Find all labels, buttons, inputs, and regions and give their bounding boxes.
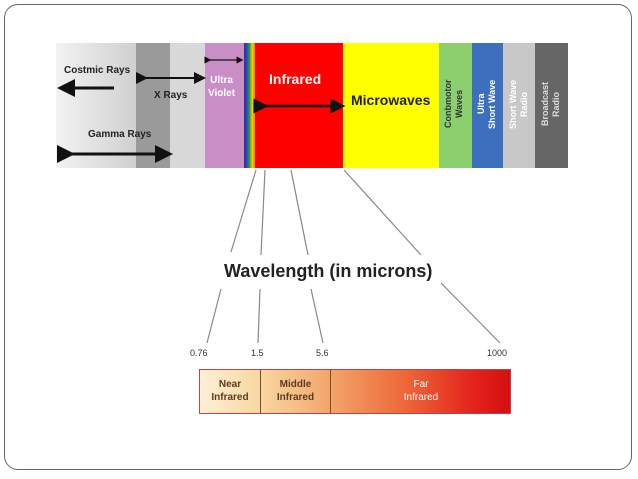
wavelength-heading: Wavelength (in microns) xyxy=(224,261,433,281)
tick-label-1000: 1000 xyxy=(487,348,508,358)
band-conbmotor-waves xyxy=(439,43,472,168)
band-short-wave-radio xyxy=(503,43,535,168)
tick-label-5.6: 5.6 xyxy=(316,348,329,358)
ultra-violet-label: Ultra Violet xyxy=(208,75,236,99)
conbmotor-waves-label: Conbmotor Waves xyxy=(443,79,464,129)
short-wave-radio-label: Short Wave Radio xyxy=(508,79,529,129)
band-ultra-short-wave xyxy=(472,43,503,168)
tick-label-0.76: 0.76 xyxy=(190,348,208,358)
infrared-label: Infrared xyxy=(269,71,322,87)
tick-label-1.5: 1.5 xyxy=(251,348,264,358)
electromagnetic-spectrum-bar: Costmic Rays X Rays Gamma Rays Ultra Vio… xyxy=(56,43,568,168)
far-infrared-label: Far Infrared xyxy=(403,379,439,403)
band-broadcast-radio xyxy=(535,43,568,168)
infrared-breakdown-bar: Near Infrared Middle Infrared Far Infrar… xyxy=(199,369,511,414)
slide-frame xyxy=(4,4,632,470)
cosmic-rays-label: Costmic Rays xyxy=(64,65,131,76)
gamma-rays-label: Gamma Rays xyxy=(88,129,152,140)
middle-infrared-label: Middle Infrared xyxy=(276,379,315,403)
x-rays-label: X Rays xyxy=(154,90,188,101)
band-ultra-violet xyxy=(205,43,244,168)
broadcast-radio-label: Broadcast Radio xyxy=(540,82,561,127)
middle-far-divider xyxy=(330,370,331,413)
ultra-short-wave-label: Ultra Short Wave xyxy=(476,79,497,129)
band-visible-light xyxy=(244,43,255,168)
near-middle-divider xyxy=(260,370,261,413)
band-microwaves xyxy=(343,43,439,168)
near-infrared-label: Near Infrared xyxy=(211,379,249,403)
microwaves-label: Microwaves xyxy=(351,92,431,108)
spectrum-arrows xyxy=(57,56,346,163)
band-x-rays-light xyxy=(170,43,205,168)
